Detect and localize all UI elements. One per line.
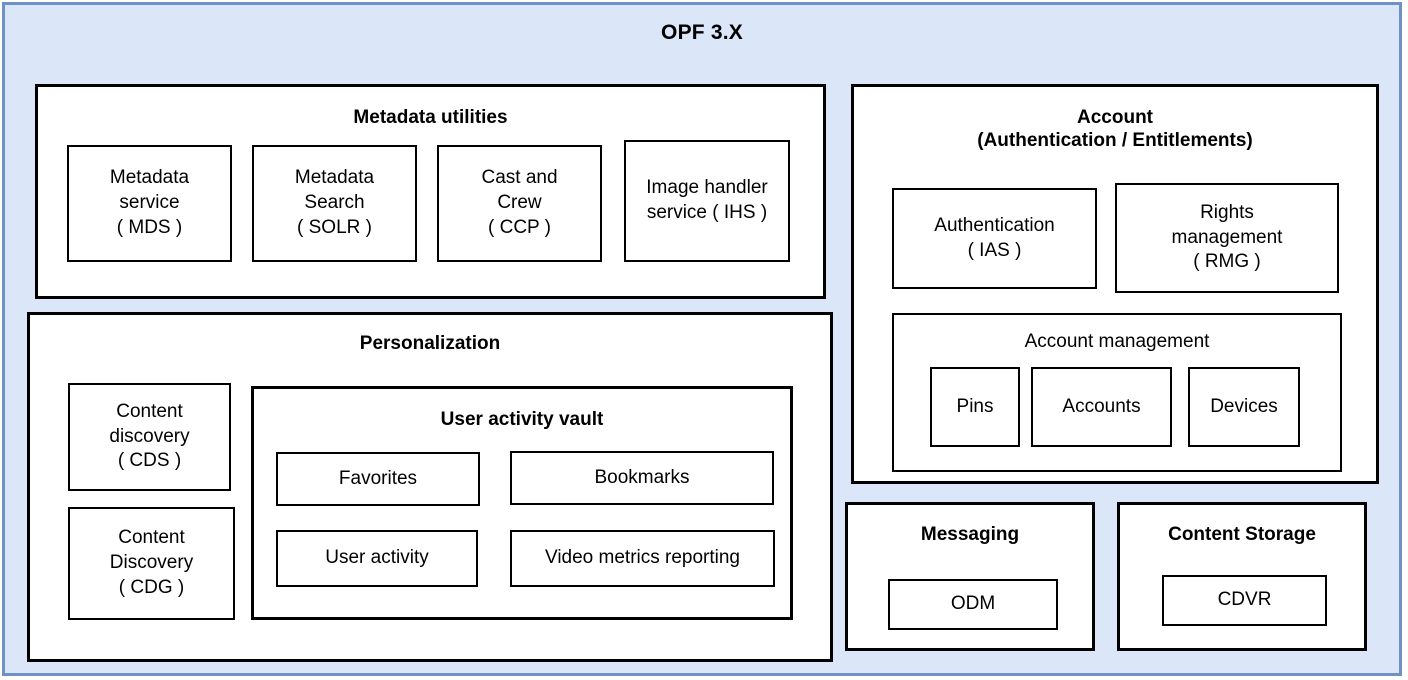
group-title-account-management: Account management (1024, 331, 1210, 352)
group-metadata-utilities: Metadata utilities Metadata service ( MD… (35, 84, 826, 299)
node-rights-management-rmg[interactable]: Rights management ( RMG ) (1115, 183, 1339, 293)
group-title-user-activity-vault: User activity vault (440, 409, 604, 430)
group-title-personalization: Personalization (359, 333, 501, 354)
node-favorites[interactable]: Favorites (276, 452, 480, 506)
node-metadata-search-solr[interactable]: Metadata Search ( SOLR ) (252, 145, 417, 262)
node-video-metrics-reporting[interactable]: Video metrics reporting (510, 530, 775, 587)
group-title-account: Account (Authentication / Entitlements) (977, 107, 1253, 152)
node-accounts[interactable]: Accounts (1031, 367, 1172, 447)
group-account: Account (Authentication / Entitlements) … (851, 84, 1379, 484)
node-content-discovery-cds[interactable]: Content discovery ( CDS ) (68, 383, 231, 491)
group-content-storage: Content Storage CDVR (1117, 502, 1367, 651)
node-odm[interactable]: ODM (888, 579, 1058, 630)
group-personalization: Personalization Content discovery ( CDS … (27, 312, 833, 662)
node-cast-and-crew-ccp[interactable]: Cast and Crew ( CCP ) (437, 145, 602, 262)
node-devices[interactable]: Devices (1188, 367, 1300, 447)
node-content-discovery-cdg[interactable]: Content Discovery ( CDG ) (68, 507, 235, 620)
node-pins[interactable]: Pins (930, 367, 1020, 447)
group-user-activity-vault: User activity vault Favorites Bookmarks … (251, 386, 793, 620)
node-image-handler-service-ihs[interactable]: Image handler service ( IHS ) (624, 140, 790, 262)
diagram-title: OPF 3.X (661, 21, 743, 44)
group-title-messaging: Messaging (920, 524, 1020, 545)
group-title-metadata-utilities: Metadata utilities (353, 107, 508, 128)
node-bookmarks[interactable]: Bookmarks (510, 451, 774, 505)
node-authentication-ias[interactable]: Authentication ( IAS ) (892, 188, 1097, 289)
node-metadata-service-mds[interactable]: Metadata service ( MDS ) (67, 145, 232, 262)
group-messaging: Messaging ODM (845, 502, 1095, 651)
group-title-content-storage: Content Storage (1168, 524, 1316, 545)
node-user-activity[interactable]: User activity (276, 530, 478, 587)
node-cdvr[interactable]: CDVR (1162, 575, 1327, 626)
group-account-management: Account management Pins Accounts Devices (892, 313, 1342, 472)
